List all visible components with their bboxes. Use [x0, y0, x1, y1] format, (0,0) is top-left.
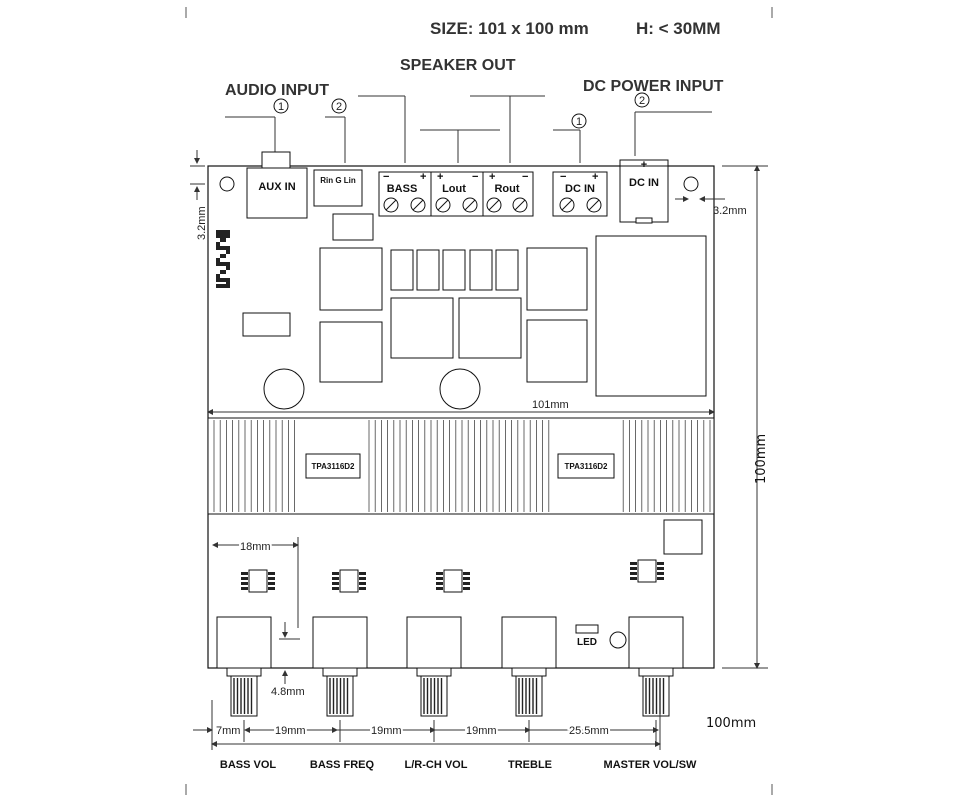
- small-module: [663, 519, 703, 555]
- knob-48-label: 4.8mm: [271, 686, 305, 698]
- width-label: 101mm: [532, 399, 569, 411]
- svg-text:+: +: [489, 171, 495, 183]
- chip-right: TPA3116D2: [557, 453, 615, 479]
- svg-text:Lout: Lout: [442, 183, 466, 195]
- knob-label-bass-freq: BASS FREQ: [310, 759, 375, 771]
- heatsink: [207, 417, 715, 515]
- svg-text:−: −: [472, 171, 478, 183]
- svg-text:+: +: [592, 171, 598, 183]
- svg-text:+: +: [641, 159, 647, 171]
- pitch-7-label: 7mm: [216, 725, 240, 737]
- callout-dc-2: 2: [634, 92, 650, 108]
- knob-18-dimension: [212, 537, 299, 628]
- callout-dc-1: 1: [571, 113, 587, 129]
- size-title: SIZE: 101 x 100 mm: [430, 19, 589, 38]
- crop-marks: [185, 7, 773, 795]
- svg-text:+: +: [420, 171, 426, 183]
- knob-label-lr-ch-vol: L/R-CH VOL: [405, 759, 468, 771]
- svg-text:−: −: [522, 171, 528, 183]
- led: LED: [575, 624, 627, 649]
- svg-text:LED: LED: [577, 637, 597, 648]
- svg-text:DC IN: DC IN: [565, 183, 595, 195]
- height-dimension: [722, 165, 768, 669]
- soic-chip: [630, 559, 664, 583]
- svg-text:BASS: BASS: [387, 183, 418, 195]
- pitch-dimensions: [193, 700, 661, 750]
- bass-terminal: − + BASS: [378, 171, 432, 217]
- svg-text:2: 2: [639, 95, 645, 107]
- height-label: 100mm: [754, 434, 769, 484]
- bluetooth-antenna: [216, 230, 230, 288]
- soic-chip: [241, 569, 275, 593]
- knob-label-treble: TREBLE: [508, 759, 552, 771]
- knob-18-label: 18mm: [240, 541, 271, 553]
- callout-audio-1: 1: [273, 98, 289, 114]
- dc-in-jack: + DC IN: [619, 159, 669, 224]
- pot-bass-freq: [312, 616, 368, 742]
- pitch-19a-label: 19mm: [275, 725, 306, 737]
- potentiometers: [216, 616, 684, 742]
- aux-in-jack: AUX IN: [246, 151, 308, 219]
- op-amp-chips: [241, 559, 664, 593]
- hole-left-dimension: [190, 150, 205, 200]
- svg-text:DC IN: DC IN: [629, 177, 659, 189]
- svg-text:2: 2: [336, 101, 342, 113]
- pot-treble: [501, 616, 557, 742]
- pot-master-vol: [628, 616, 684, 742]
- dc-in-terminal: − + DC IN: [552, 171, 608, 217]
- pitch-255-label: 25.5mm: [569, 725, 609, 737]
- svg-text:−: −: [560, 171, 566, 183]
- knob-48-dimension: [279, 622, 300, 684]
- rin-g-lin-header: Rin G Lin: [313, 169, 363, 207]
- total-100-label: 100mm: [706, 716, 756, 731]
- pitch-19c-label: 19mm: [466, 725, 497, 737]
- svg-text:1: 1: [278, 101, 284, 113]
- rout-terminal: + − Rout: [482, 171, 534, 217]
- svg-text:Rin G Lin: Rin G Lin: [320, 176, 356, 185]
- top-components: [242, 213, 707, 410]
- svg-text:TPA3116D2: TPA3116D2: [565, 462, 609, 471]
- dc-power-input-label: DC POWER INPUT: [583, 78, 724, 95]
- pot-bass-vol: [216, 616, 272, 742]
- svg-text:TPA3116D2: TPA3116D2: [312, 462, 356, 471]
- svg-text:+: +: [437, 171, 443, 183]
- soic-chip: [332, 569, 366, 593]
- svg-text:Rout: Rout: [494, 183, 519, 195]
- mount-hole-right: [683, 176, 699, 192]
- audio-input-label: AUDIO INPUT: [225, 82, 329, 99]
- mount-hole-left: [219, 176, 235, 192]
- pot-lr-ch-vol: [406, 616, 462, 742]
- svg-text:1: 1: [576, 116, 582, 128]
- leader-lines: [225, 95, 712, 163]
- speaker-out-label: SPEAKER OUT: [400, 57, 516, 74]
- knob-label-bass-vol: BASS VOL: [220, 759, 277, 771]
- hole-left-label: 3.2mm: [196, 206, 208, 240]
- soic-chip: [436, 569, 470, 593]
- callout-audio-2: 2: [331, 98, 347, 114]
- svg-text:−: −: [383, 171, 389, 183]
- hole-right-label: 3.2mm: [713, 205, 747, 217]
- height-title: H: < 30MM: [636, 19, 721, 38]
- chip-left: TPA3116D2: [305, 453, 361, 479]
- knob-label-master-vol-sw: MASTER VOL/SW: [604, 759, 698, 771]
- svg-text:AUX IN: AUX IN: [258, 181, 295, 193]
- pitch-19b-label: 19mm: [371, 725, 402, 737]
- lout-terminal: + − Lout: [430, 171, 484, 217]
